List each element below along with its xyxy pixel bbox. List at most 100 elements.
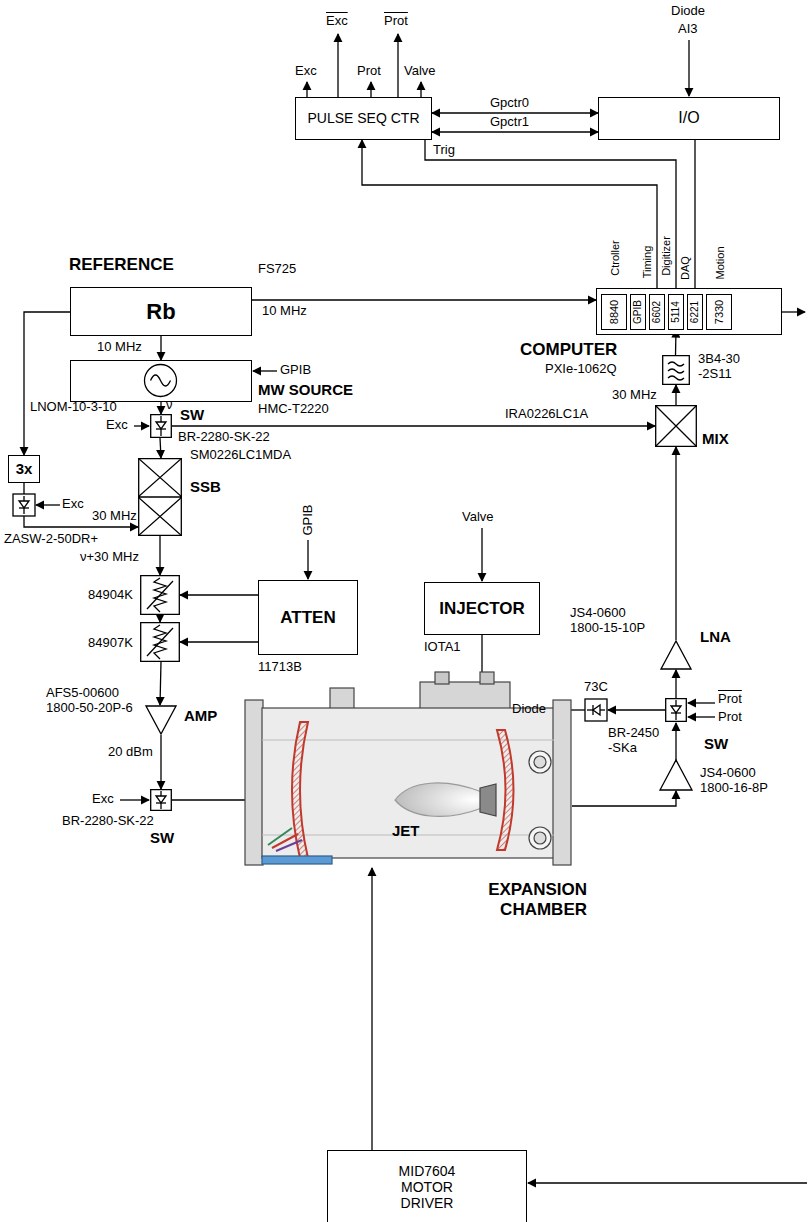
switch-symbol [156, 428, 166, 429]
preamp-symbol [660, 760, 692, 790]
node-label: 6221 [689, 300, 701, 322]
att-symbol [140, 622, 180, 662]
controller-box: ATTEN [258, 580, 358, 655]
signal-label: JET [392, 822, 420, 839]
signal-label: Exc [62, 497, 84, 512]
signal-label: LNOM-10-3-10 [30, 400, 117, 415]
oscillator-symbol [145, 365, 177, 397]
signal-wire [134, 425, 149, 426]
signal-line [675, 670, 676, 698]
expansion-chamber [553, 700, 571, 865]
expansion-chamber [529, 751, 551, 773]
card-slot: 5114 [668, 294, 684, 330]
expansion-chamber [330, 688, 354, 710]
signal-label: Prot [384, 14, 408, 29]
signal-line [432, 131, 598, 132]
signal-line [159, 615, 160, 622]
filter-symbol [668, 376, 684, 380]
signal-label: JS4-0600 1800-16-8P [700, 766, 780, 796]
switch-symbol [156, 802, 166, 803]
signal-label: Gpctr0 [490, 96, 529, 111]
signal-label: ν [166, 398, 173, 413]
switch-symbol: SW [150, 789, 172, 811]
signal-label: JS4-0600 1800-15-10P [570, 606, 650, 636]
signal-label: Diode [512, 702, 546, 717]
attenuator-symbol: 84904K [140, 575, 180, 615]
switch-symbol [665, 698, 687, 722]
signal-wire [572, 791, 676, 806]
signal-wire [420, 82, 421, 97]
signal-label: SM0226LC1MDA [190, 448, 291, 463]
expansion-chamber [395, 783, 482, 816]
switch-symbol [13, 494, 35, 516]
card-slot: 7330 [706, 294, 732, 330]
detector-symbol [592, 705, 593, 715]
mixer-symbol: SSB [138, 458, 182, 536]
expansion-chamber [272, 834, 298, 848]
signal-label: 30 MHz [612, 388, 657, 403]
attenuator-symbol: 84907K [140, 622, 180, 662]
switch-symbol [156, 422, 166, 429]
signal-label: Valve [462, 510, 494, 525]
switch-symbol [19, 501, 29, 508]
signal-line [160, 735, 161, 789]
expansion-chamber [534, 756, 546, 768]
mixer-symbol [655, 405, 697, 447]
io-box: I/O [598, 97, 780, 140]
heading-label: MW SOURCE [258, 381, 353, 398]
signal-label: PXIe-1062Q [545, 362, 617, 377]
osc-symbol [71, 361, 250, 400]
source-box: MW SOURCE [70, 360, 252, 402]
signal-label: AI3 [678, 22, 698, 37]
expansion-chamber [497, 730, 514, 850]
signal-label: Exc [295, 64, 317, 79]
signal-label: 11713B [258, 660, 302, 675]
signal-wire [307, 540, 308, 579]
signal-label: BR-2450 -SKa [608, 726, 664, 756]
att-symbol [141, 623, 180, 662]
triup-symbol [661, 641, 691, 669]
tridown-symbol [145, 705, 177, 735]
signal-wire [120, 799, 149, 800]
card-slot: 6221 [687, 294, 703, 330]
rotated-label: Ctroller [609, 240, 622, 275]
signal-wire [337, 34, 338, 97]
expansion-chamber [262, 739, 554, 740]
rotated-label: DAQ [679, 256, 692, 280]
card-slot: GPIB [630, 294, 646, 330]
computer-box: COMPUTER8840GPIB6602511462217330 [596, 288, 782, 335]
switch-symbol [13, 494, 35, 516]
expansion-chamber [268, 828, 292, 845]
att-symbol [141, 576, 180, 615]
switch-symbol: SW [150, 414, 172, 438]
node-label: I/O [678, 109, 699, 127]
signal-line [24, 483, 138, 527]
att-symbol [141, 576, 180, 615]
signal-label: 10 MHz [97, 340, 142, 355]
signal-label: EXPANSION CHAMBER [462, 880, 587, 919]
signal-line [675, 385, 676, 405]
mixer-symbol [655, 405, 697, 447]
expansion-chamber [480, 672, 494, 684]
att-symbol [147, 581, 173, 609]
signal-wire [370, 82, 371, 97]
signal-line [180, 641, 258, 642]
ssb-symbol [139, 459, 182, 536]
card-slot: 6602 [649, 294, 665, 330]
expansion-chamber [276, 840, 302, 851]
node-label: INJECTOR [439, 599, 525, 619]
signal-label: Exc [106, 418, 128, 433]
signal-label: ν+30 MHz [80, 550, 139, 565]
switch-symbol [156, 796, 166, 803]
signal-line [160, 402, 161, 414]
switch-symbol [151, 415, 172, 438]
node-label: MID7604 MOTOR DRIVER [374, 1163, 480, 1211]
switch-symbol [150, 789, 172, 811]
switch-symbol [671, 706, 681, 713]
mixer-symbol [655, 405, 697, 447]
signal-label: Exc [92, 792, 114, 807]
switch-symbol [666, 699, 687, 722]
switch-symbol [151, 415, 172, 438]
